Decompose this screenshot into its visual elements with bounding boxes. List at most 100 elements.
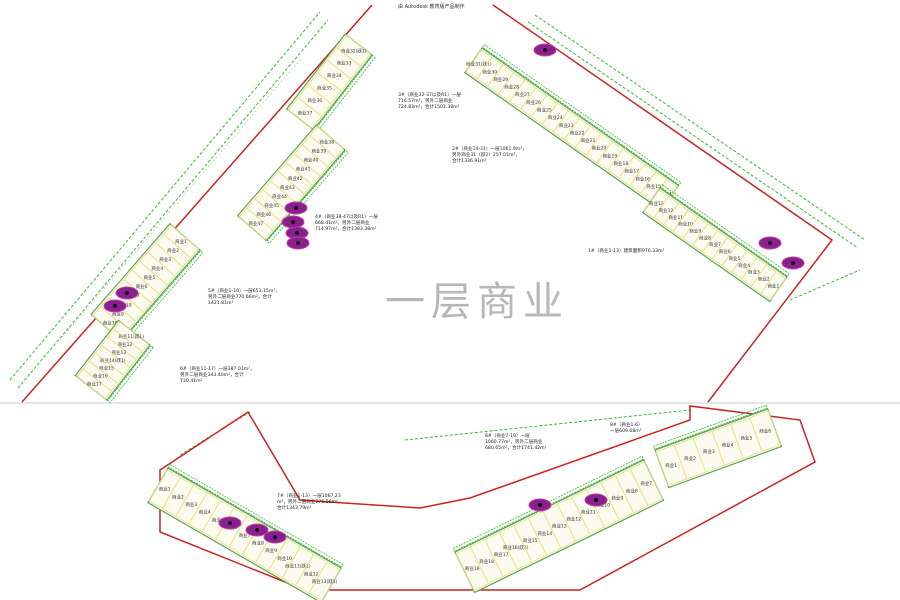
walkway [167,463,344,568]
annotation-line: 3#（商业32-37以及R1）一层 [398,91,461,98]
unit-outline [749,410,782,453]
unit-label: 商业1 [159,486,171,493]
unit-label: 商业43 [280,184,295,191]
entrance-marker-icon [245,523,269,537]
unit-label: 商业12 [304,570,319,577]
annotation-line: 另外二层商业770.66m²，合计 [208,293,272,300]
unit-label: 商业6 [136,283,148,290]
unit-label: 商业7 [239,532,251,539]
walkway [660,184,790,277]
annotation-line: m²，另外二层商业276.56m²， [277,498,342,505]
unit-label: 商业10 [103,319,118,326]
unit[interactable]: 商业1 [760,271,787,301]
unit-label: 商业45 [264,202,279,209]
unit-label: 商业4 [199,509,211,516]
unit-label: 商业4 [722,441,734,448]
unit-label: 商业17 [494,551,509,558]
unit-label: 商业32(跃1) [341,47,367,54]
annotation-line: 2#（商业14-31）一层1061.9m²， [452,145,527,152]
annotation-line: 1060.77m²，另外二层商业 [485,438,543,445]
unit-label: 商业13 [649,200,664,207]
entrance-marker-icon [115,286,139,300]
annotation-line: 一层609.68m² [610,428,642,434]
unit-label: 商业18 [613,160,628,167]
entrance-marker-icon [284,201,308,215]
annotation-line: 4#（商业38-47以及R1）一层 [315,213,378,220]
unit-label: 商业5 [212,516,224,523]
unit-label: 商业21 [581,137,596,144]
unit[interactable]: 商业47 [238,207,274,241]
watermark-label: 一层商业 [385,279,569,325]
unit-label: 商业26 [526,99,541,106]
unit-label: 商业16(跃1) [503,544,529,551]
unit-label: 商业3 [703,448,715,455]
annotation-line: 另外二层商业343.40m²，合计 [180,371,244,378]
unit-label: 商业11 [581,509,596,516]
unit-outline [629,461,664,507]
unit-label: 商业1 [175,238,187,245]
unit-label: 商业36 [307,97,322,104]
unit-label: 商业47 [249,220,264,227]
unit-label: 商业15 [646,183,661,190]
unit-label: 商业10 [678,221,693,228]
unit-label: 商业3 [748,269,760,276]
unit-label: 商业37 [298,110,313,117]
unit-label: 商业33 [337,60,352,67]
unit-label: 商业19 [603,152,618,159]
unit-label: 商业9 [611,494,623,501]
unit-label: 商业5 [728,255,740,262]
unit-label: 商业2 [172,493,184,500]
unit-label: 商业11(跃1) [285,563,311,570]
unit-label: 商业13 [111,349,126,356]
unit-label: 商业22 [570,129,585,136]
unit[interactable]: 商业13(跃1) [304,559,344,600]
unit-label: 商业41 [296,166,311,173]
entrance-markers [103,43,805,544]
unit-label: 商业11(跃1) [118,333,144,340]
unit-label: 商业18 [479,558,494,565]
tree-lines [9,11,866,456]
entrance-marker-icon [758,236,782,250]
unit-label: 商业15 [523,537,538,544]
unit-label: 商业3 [185,501,197,508]
annotation-line: 724.83m²，合计1501.38m² [398,103,460,110]
unit-label: 商业40 [304,157,319,164]
unit-outline [308,561,341,600]
unit-label: 商业15 [99,365,114,372]
entrance-marker-icon [285,226,309,240]
unit-label: 商业44 [272,193,287,200]
area-annotation-2#: 2#（商业14-31）一层1061.9m²，另外商业31（跃2）257.01m²… [452,145,527,164]
unit-label: 商业9 [689,228,701,235]
unit-label: 商业12 [118,341,133,348]
annotation-line: 680.65m²，合计1741.42m² [485,444,547,451]
unit-label: 商业46 [256,211,271,218]
unit-label: 商业13(跃1) [312,578,338,585]
unit[interactable]: 商业6 [749,410,782,453]
unit-outline [238,207,274,240]
unit-label: 商业39 [311,148,326,155]
unit[interactable]: 商业7 [629,461,664,507]
unit-label: 商业17 [87,380,102,387]
entrance-marker-icon [781,256,805,270]
unit-label: 商业25 [537,106,552,113]
unit[interactable]: 商业37 [287,97,323,130]
unit-label: 商业12 [659,207,674,214]
unit-label: 商业12 [566,516,581,523]
unit-outline [76,368,113,400]
building-1#: 商业13商业12商业11商业10商业9商业8商业7商业6商业5商业4商业3商业2… [641,184,790,303]
unit[interactable]: 商业17 [76,367,113,401]
unit-label: 商业28 [504,84,519,91]
unit-label: 商业11 [668,214,683,221]
unit-outline [760,271,787,301]
unit-label: 商业2 [167,247,179,254]
unit-label: 商业4 [738,262,750,269]
annotation-line: 668.41m²，另外二层商业 [315,219,370,226]
annotation-line: 1421.81m² [208,300,233,306]
